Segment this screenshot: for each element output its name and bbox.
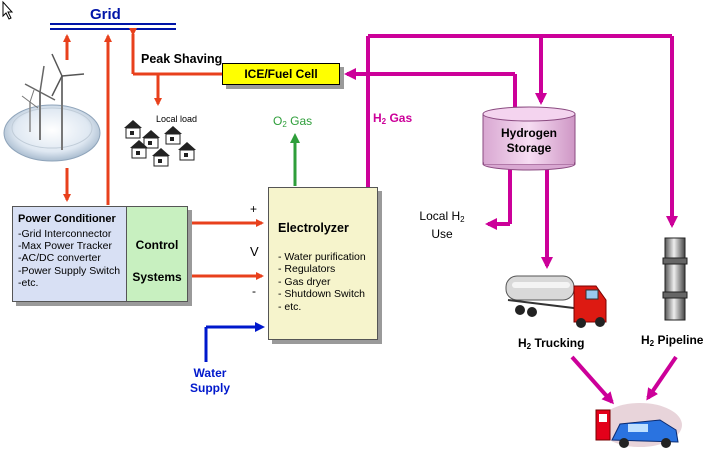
- power-conditioner-list: -Grid Interconnector -Max Power Tracker …: [18, 228, 120, 289]
- polarity-minus: -: [252, 284, 256, 298]
- electrolyzer-item: - etc.: [278, 300, 302, 313]
- power-conditioner-item: -Power Supply Switch: [18, 264, 121, 277]
- power-conditioner-title: Power Conditioner: [18, 213, 116, 225]
- control-systems-box: Control Systems: [126, 206, 188, 302]
- control-systems-label: Control Systems: [132, 238, 182, 284]
- ice-fuel-cell-box: ICE/Fuel Cell: [222, 63, 340, 85]
- cursor-icon: [2, 0, 14, 20]
- power-conditioner-item: -Max Power Tracker: [18, 240, 112, 253]
- electrolyzer-box: Electrolyzer - Water purification - Regu…: [268, 187, 378, 340]
- electrolyzer-title: Electrolyzer: [278, 221, 349, 235]
- grid-label: Grid: [90, 6, 121, 23]
- power-conditioner-item: -etc.: [18, 276, 39, 289]
- pipeline-icon: [662, 237, 688, 321]
- water-flow-arrow: [204, 322, 265, 362]
- h2-trucking-label: H2 Trucking: [518, 336, 585, 351]
- grid-bus-icon: [50, 23, 176, 30]
- ice-fuel-cell-label: ICE/Fuel Cell: [244, 67, 318, 81]
- hydrogen-storage-tank-icon: [482, 106, 576, 171]
- polarity-v: V: [250, 244, 259, 259]
- hydrogen-flow-arrows: [344, 34, 678, 405]
- water-supply-label: Water Supply: [189, 366, 230, 395]
- wind-turbine-icon: [3, 53, 101, 162]
- electrolyzer-list: - Water purification - Regulators - Gas …: [278, 251, 366, 313]
- hydrogen-storage-label: Hydrogen Storage: [500, 126, 557, 155]
- peak-shaving-label: Peak Shaving: [141, 52, 223, 66]
- electrolyzer-item: - Water purification: [278, 251, 366, 263]
- power-conditioner-box: Power Conditioner -Grid Interconnector -…: [12, 206, 130, 302]
- electrolyzer-item: - Shutdown Switch: [278, 288, 365, 301]
- electrolyzer-item: - Gas dryer: [278, 275, 331, 288]
- electrolyzer-item: - Regulators: [278, 263, 336, 276]
- power-flow-arrows: [63, 28, 264, 280]
- o2-gas-label: O2 Gas: [273, 114, 313, 129]
- refueling-car-icon: [595, 403, 682, 448]
- h2-pipeline-label: H2 Pipeline: [641, 333, 704, 348]
- local-load-label: Local load: [156, 114, 198, 124]
- h2-gas-label: H2 Gas: [373, 111, 413, 126]
- power-conditioner-item: -Grid Interconnector: [18, 228, 112, 240]
- local-h2-use-label: Local H2 Use: [419, 209, 465, 241]
- polarity-plus: +: [250, 202, 258, 216]
- houses-icon: [124, 120, 196, 167]
- power-conditioner-item: -AC/DC converter: [18, 252, 101, 265]
- hydrogen-truck-icon: [505, 275, 607, 328]
